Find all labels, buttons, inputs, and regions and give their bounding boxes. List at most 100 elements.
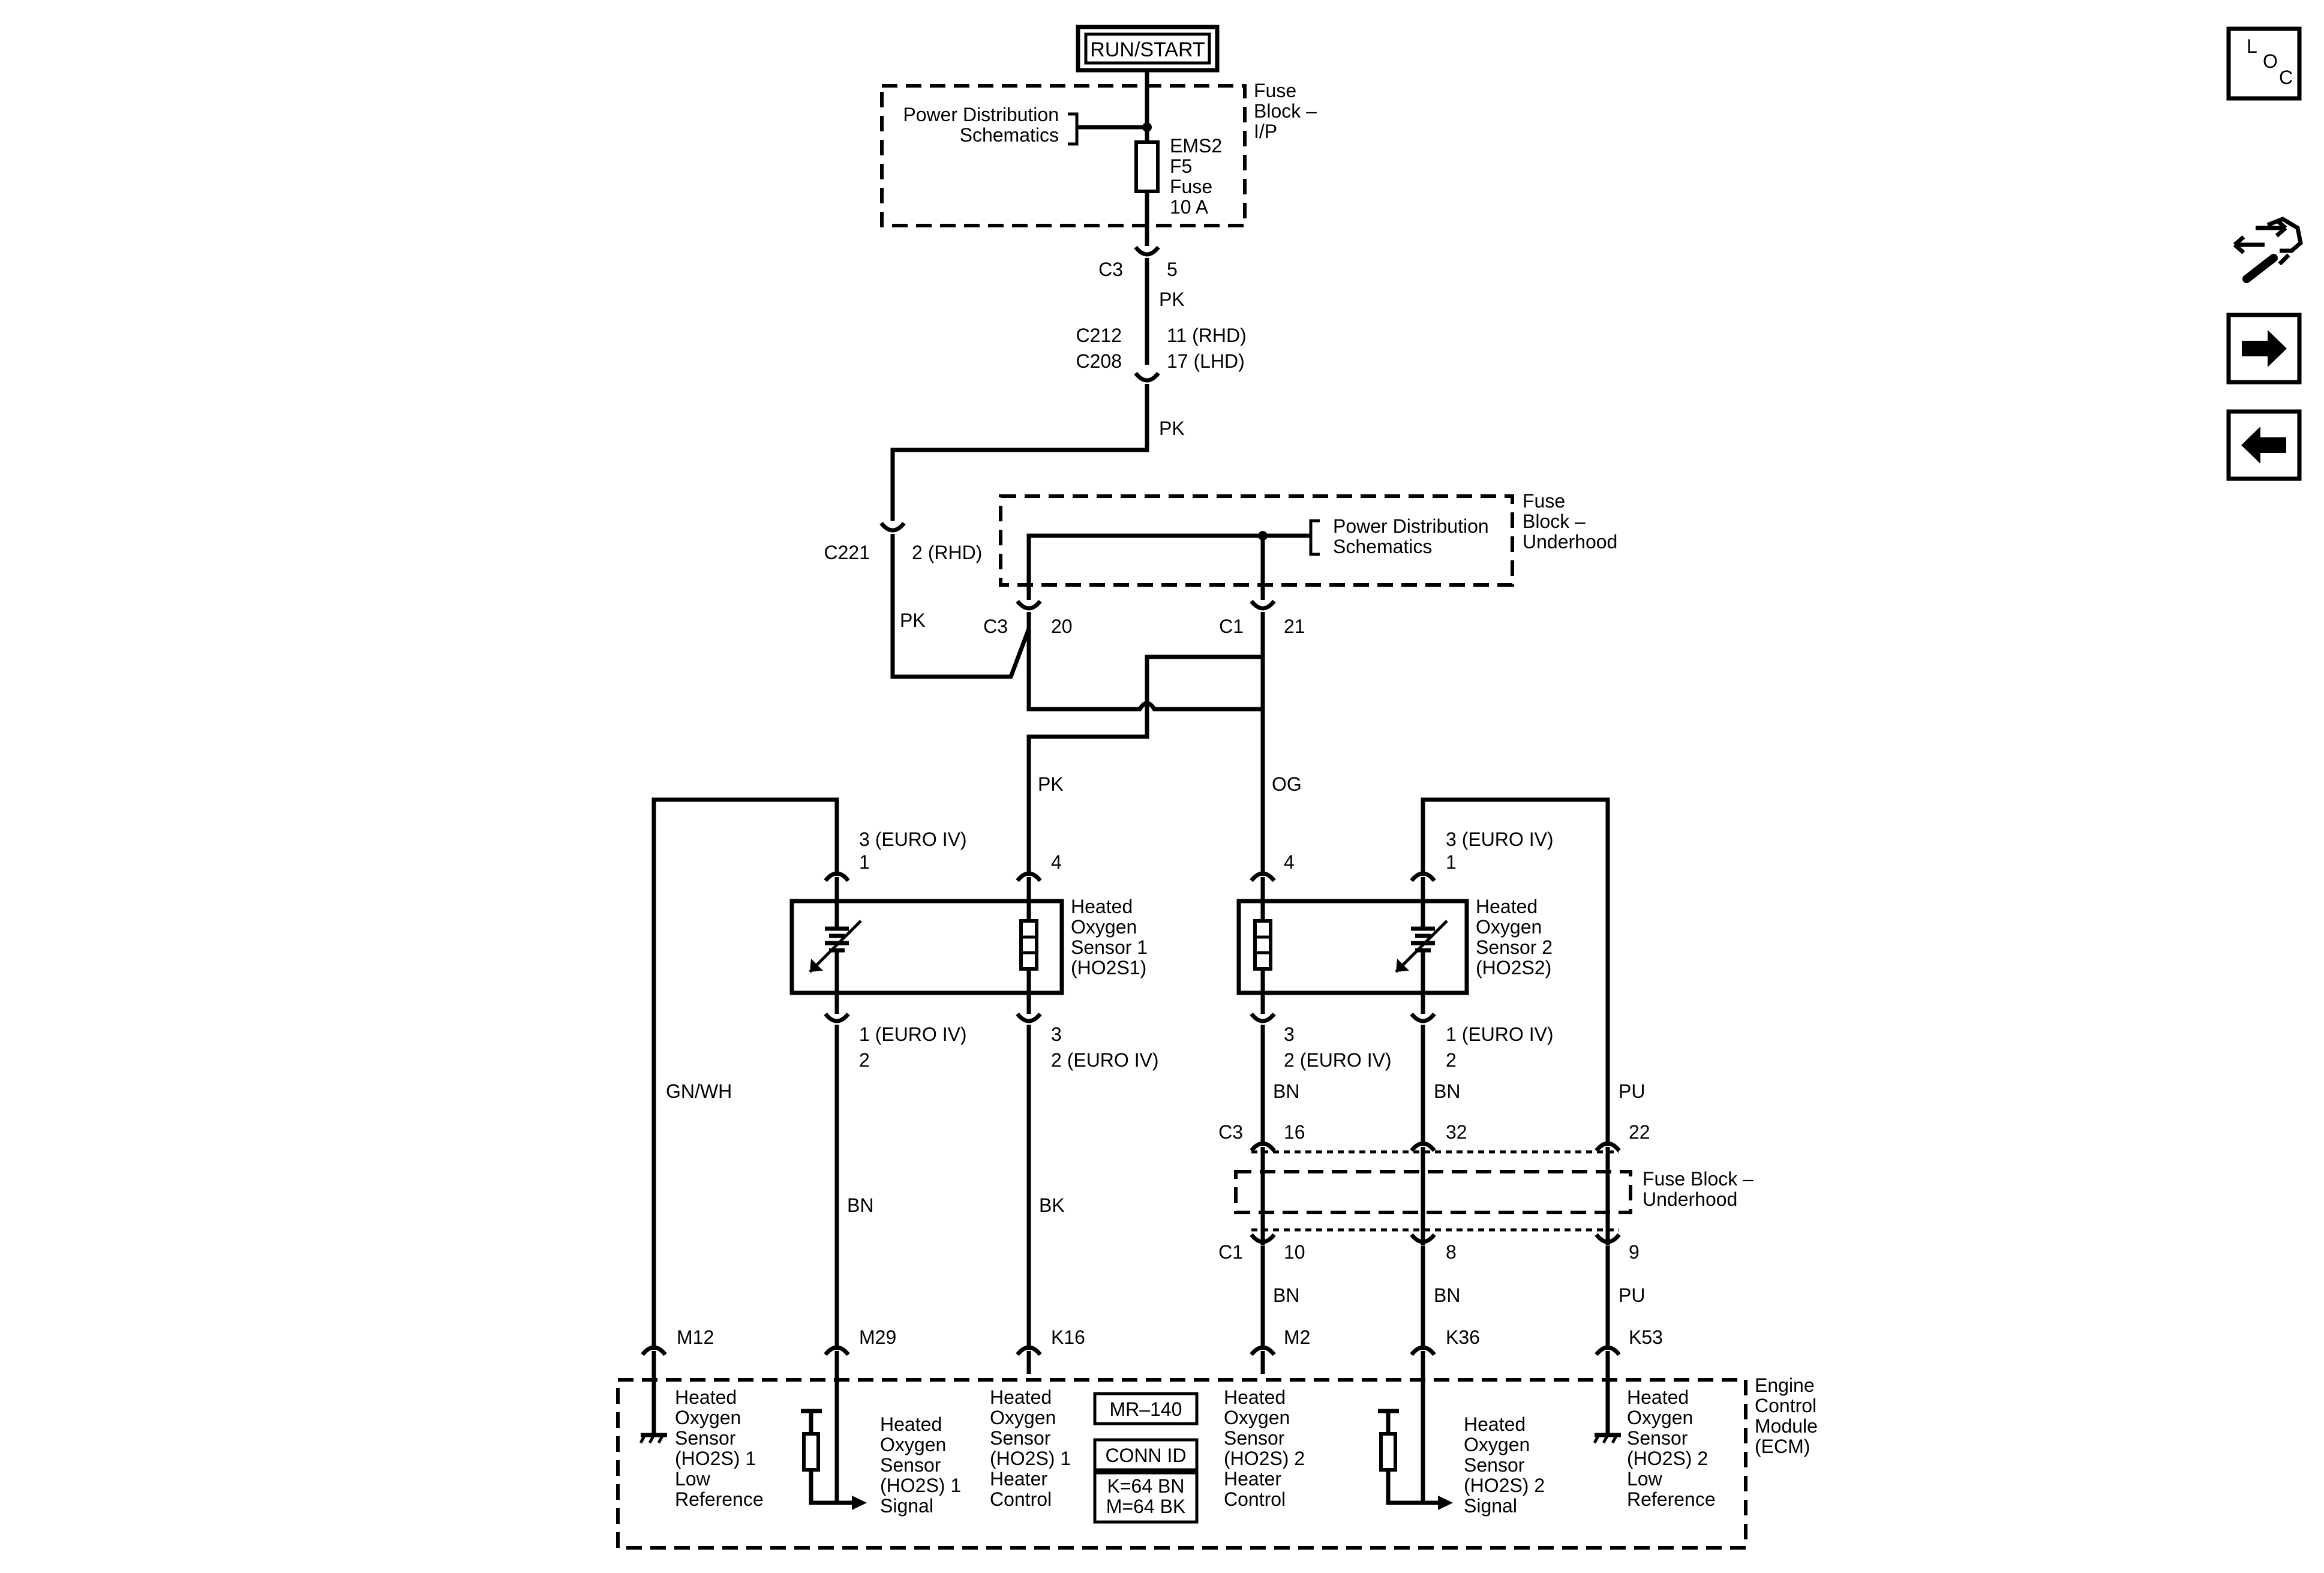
- fn-text: Oxygen: [1464, 1434, 1530, 1455]
- diagnostic-tool-icon[interactable]: [2233, 217, 2303, 283]
- uh-label-3: Underhood: [1523, 531, 1617, 553]
- heater-element-icon: [1019, 900, 1038, 993]
- conn-label: C1: [1218, 1241, 1243, 1263]
- wire-color: PK: [1159, 418, 1185, 439]
- signal-input-2-icon: [1378, 1351, 1453, 1510]
- uh2-label-1: Fuse Block –: [1643, 1168, 1753, 1190]
- uh-label-1: Fuse: [1523, 490, 1565, 512]
- wire-color: GN/WH: [666, 1080, 732, 1102]
- ecm-pin: M2: [1284, 1326, 1310, 1348]
- fuse-block-ip-label-3: I/P: [1254, 121, 1277, 142]
- loc-c: C: [2279, 67, 2293, 88]
- conn-label: C208: [1076, 350, 1122, 372]
- sensor-1: GN/WH 3 (EURO IV) 1 4 Heated Oxygen Sens…: [651, 797, 1159, 1350]
- ecm-label: Control: [1755, 1395, 1816, 1416]
- fn-text: Low: [675, 1468, 711, 1490]
- ecm-pin: M29: [859, 1326, 896, 1348]
- conn-pin: 22: [1629, 1121, 1650, 1143]
- fn-text: Oxygen: [880, 1434, 946, 1455]
- fn-text: Signal: [1464, 1495, 1517, 1517]
- conn-id-box: MR–140 CONN ID K=64 BN M=64 BK: [1093, 1392, 1199, 1524]
- sensor-label: Heated: [1071, 896, 1133, 917]
- loc-o: O: [2263, 50, 2278, 72]
- conn-label: C212: [1076, 325, 1122, 346]
- wire-color: PU: [1619, 1080, 1645, 1102]
- arrow-left-button[interactable]: [2226, 409, 2302, 481]
- fn-text: Heated: [990, 1386, 1052, 1408]
- fn-text: Sensor: [1627, 1427, 1688, 1449]
- conn-label: C3: [1098, 259, 1123, 280]
- conn-pin: 8: [1446, 1241, 1457, 1263]
- conn-pin: 32: [1446, 1121, 1467, 1143]
- pin-label: 2 (EURO IV): [1284, 1049, 1392, 1071]
- uh2-label-2: Underhood: [1643, 1188, 1737, 1210]
- fn-text: Oxygen: [990, 1407, 1056, 1428]
- fuse-block-ip: Fuse Block – I/P Power Distribution Sche…: [880, 80, 1317, 227]
- pin-label: 4: [1051, 851, 1062, 873]
- wire-color: OG: [1272, 773, 1302, 795]
- fn-text: Heated: [1224, 1386, 1286, 1408]
- heater-element-icon: [1253, 900, 1272, 993]
- ecm-label: Engine: [1755, 1374, 1815, 1396]
- connector-c221: C221 2 (RHD) PK: [824, 521, 1031, 679]
- sensor-label: Sensor 1: [1071, 936, 1148, 958]
- wire-color: PK: [1159, 289, 1185, 310]
- wire-color: BN: [847, 1194, 873, 1216]
- ecm-function-4: Heated Oxygen Sensor (HO2S) 2 Heater Con…: [1224, 1386, 1305, 1510]
- fuse-block-underhood: Fuse Block – Underhood Power Distributio…: [999, 490, 1617, 600]
- arrow-right-button[interactable]: [2226, 313, 2302, 385]
- sensor-label: Oxygen: [1476, 916, 1542, 938]
- sensor-label: (HO2S2): [1476, 957, 1551, 978]
- fuse-block-ip-label-2: Block –: [1254, 100, 1317, 122]
- wire-color: BK: [1039, 1194, 1065, 1216]
- fn-text: Low: [1627, 1468, 1663, 1490]
- wire-color: BN: [1273, 1284, 1299, 1306]
- fn-text: (HO2S) 2: [1224, 1448, 1305, 1469]
- uh-label-2: Block –: [1523, 511, 1586, 532]
- fn-text: (HO2S) 1: [880, 1475, 961, 1496]
- fuse-ems2-icon: [1134, 140, 1160, 193]
- conn-label: C3: [983, 616, 1008, 637]
- conn-pin: 5: [1167, 259, 1178, 280]
- fn-text: (HO2S) 2: [1627, 1448, 1708, 1469]
- sensor-label: Heated: [1476, 896, 1538, 917]
- conn-pin: 20: [1051, 616, 1073, 637]
- run-start-source: RUN/START: [1076, 25, 1220, 73]
- wire-color: BN: [1273, 1080, 1299, 1102]
- pds-uh-label-1: Power Distribution: [1333, 515, 1489, 537]
- wire-color: PK: [1038, 773, 1064, 795]
- pds-ip-label-2: Schematics: [960, 124, 1059, 146]
- loc-button[interactable]: L O C: [2226, 26, 2302, 101]
- arrow-right-icon: [2242, 330, 2287, 367]
- ecm-function-5: Heated Oxygen Sensor (HO2S) 2 Signal: [1464, 1413, 1545, 1517]
- pin-label: 1: [1446, 851, 1457, 873]
- pin-label: 3: [1284, 1023, 1295, 1045]
- pin-label: 2: [1446, 1049, 1457, 1071]
- pin-label: 3 (EURO IV): [859, 828, 967, 850]
- ecm-function-6: Heated Oxygen Sensor (HO2S) 2 Low Refere…: [1627, 1386, 1716, 1510]
- fn-text: Heater: [990, 1468, 1047, 1490]
- pin-label: 2 (EURO IV): [1051, 1049, 1159, 1071]
- fn-text: Signal: [880, 1495, 933, 1517]
- pds-uh-label-2: Schematics: [1333, 536, 1432, 557]
- fn-text: Heated: [675, 1386, 737, 1408]
- connector-c212-c208: C212 C208 11 (RHD) 17 (LHD) PK: [890, 325, 1247, 521]
- loc-l: L: [2247, 35, 2257, 57]
- ecm-function-2: Heated Oxygen Sensor (HO2S) 1 Signal: [880, 1413, 961, 1517]
- fn-text: Oxygen: [675, 1407, 741, 1428]
- conn-pin: 17 (LHD): [1167, 350, 1245, 372]
- conn-id-title: CONN ID: [1105, 1445, 1186, 1466]
- conn-pin: 2 (RHD): [912, 542, 982, 563]
- fn-text: Heated: [1627, 1386, 1689, 1408]
- signal-input-1-icon: [801, 1351, 867, 1510]
- sensor-2-body: [1236, 899, 1469, 995]
- conn-pin: 10: [1284, 1241, 1305, 1263]
- fn-text: Sensor: [675, 1427, 736, 1449]
- ecm-pin: K53: [1629, 1326, 1663, 1348]
- oxygen-cell-icon: [1395, 900, 1448, 993]
- sensor-label: Sensor 2: [1476, 936, 1553, 958]
- conn-pin: 9: [1629, 1241, 1640, 1263]
- fuse-word: Fuse: [1170, 176, 1212, 197]
- fuse-name: EMS2: [1170, 135, 1222, 157]
